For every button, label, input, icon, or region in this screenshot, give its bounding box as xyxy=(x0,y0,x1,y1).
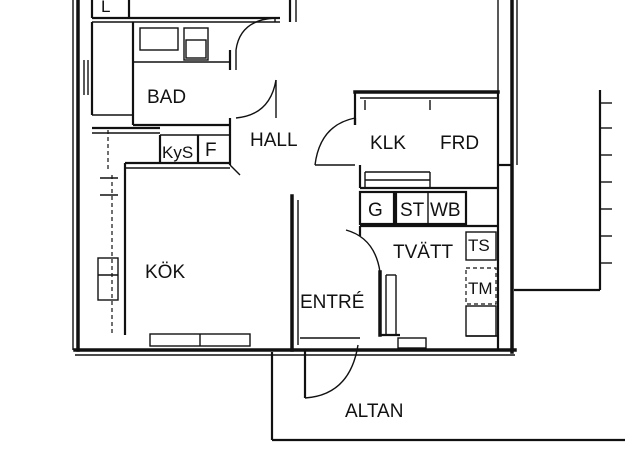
altan-outline xyxy=(270,90,625,442)
left-wall-details xyxy=(83,60,119,335)
outer-walls xyxy=(72,0,518,356)
label-klk: KLK xyxy=(370,133,406,154)
label-kok: KÖK xyxy=(145,262,185,283)
interior-walls xyxy=(90,0,512,352)
label-tm: TM xyxy=(468,279,493,298)
label-st: ST xyxy=(400,200,425,221)
label-frd: FRD xyxy=(440,133,479,154)
label-entre: ENTRÉ xyxy=(300,292,364,313)
label-bad: BAD xyxy=(147,87,186,108)
label-kys: KyS xyxy=(162,143,193,162)
label-tvatt: TVÄTT xyxy=(393,242,454,263)
label-top-l: L xyxy=(101,0,110,16)
door-swings xyxy=(229,17,381,399)
label-g: G xyxy=(368,200,383,221)
label-ts: TS xyxy=(468,236,490,255)
label-f: F xyxy=(205,140,217,161)
label-altan: ALTAN xyxy=(345,401,403,422)
label-hall: HALL xyxy=(250,130,298,151)
label-wb: WB xyxy=(430,200,461,221)
